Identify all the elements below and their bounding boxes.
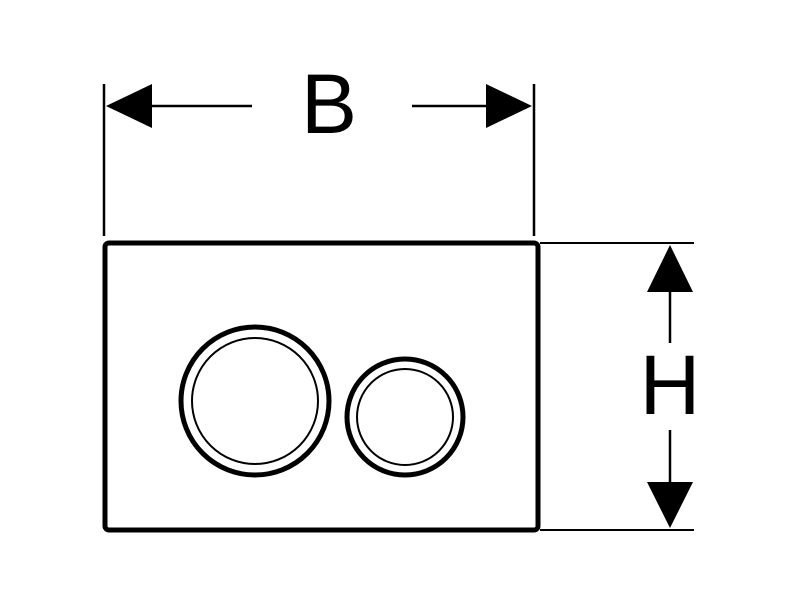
small-button-inner-ring <box>356 368 454 466</box>
large-flush-button <box>178 324 332 478</box>
width-label: B <box>301 57 357 151</box>
height-arrow-down-icon <box>647 482 693 528</box>
height-label: H <box>640 338 701 432</box>
small-flush-button <box>344 356 466 478</box>
width-arrow-right-icon <box>486 84 532 128</box>
width-arrow-left-icon <box>106 84 152 128</box>
height-arrow-up-icon <box>647 245 693 292</box>
large-button-inner-ring <box>191 337 319 465</box>
